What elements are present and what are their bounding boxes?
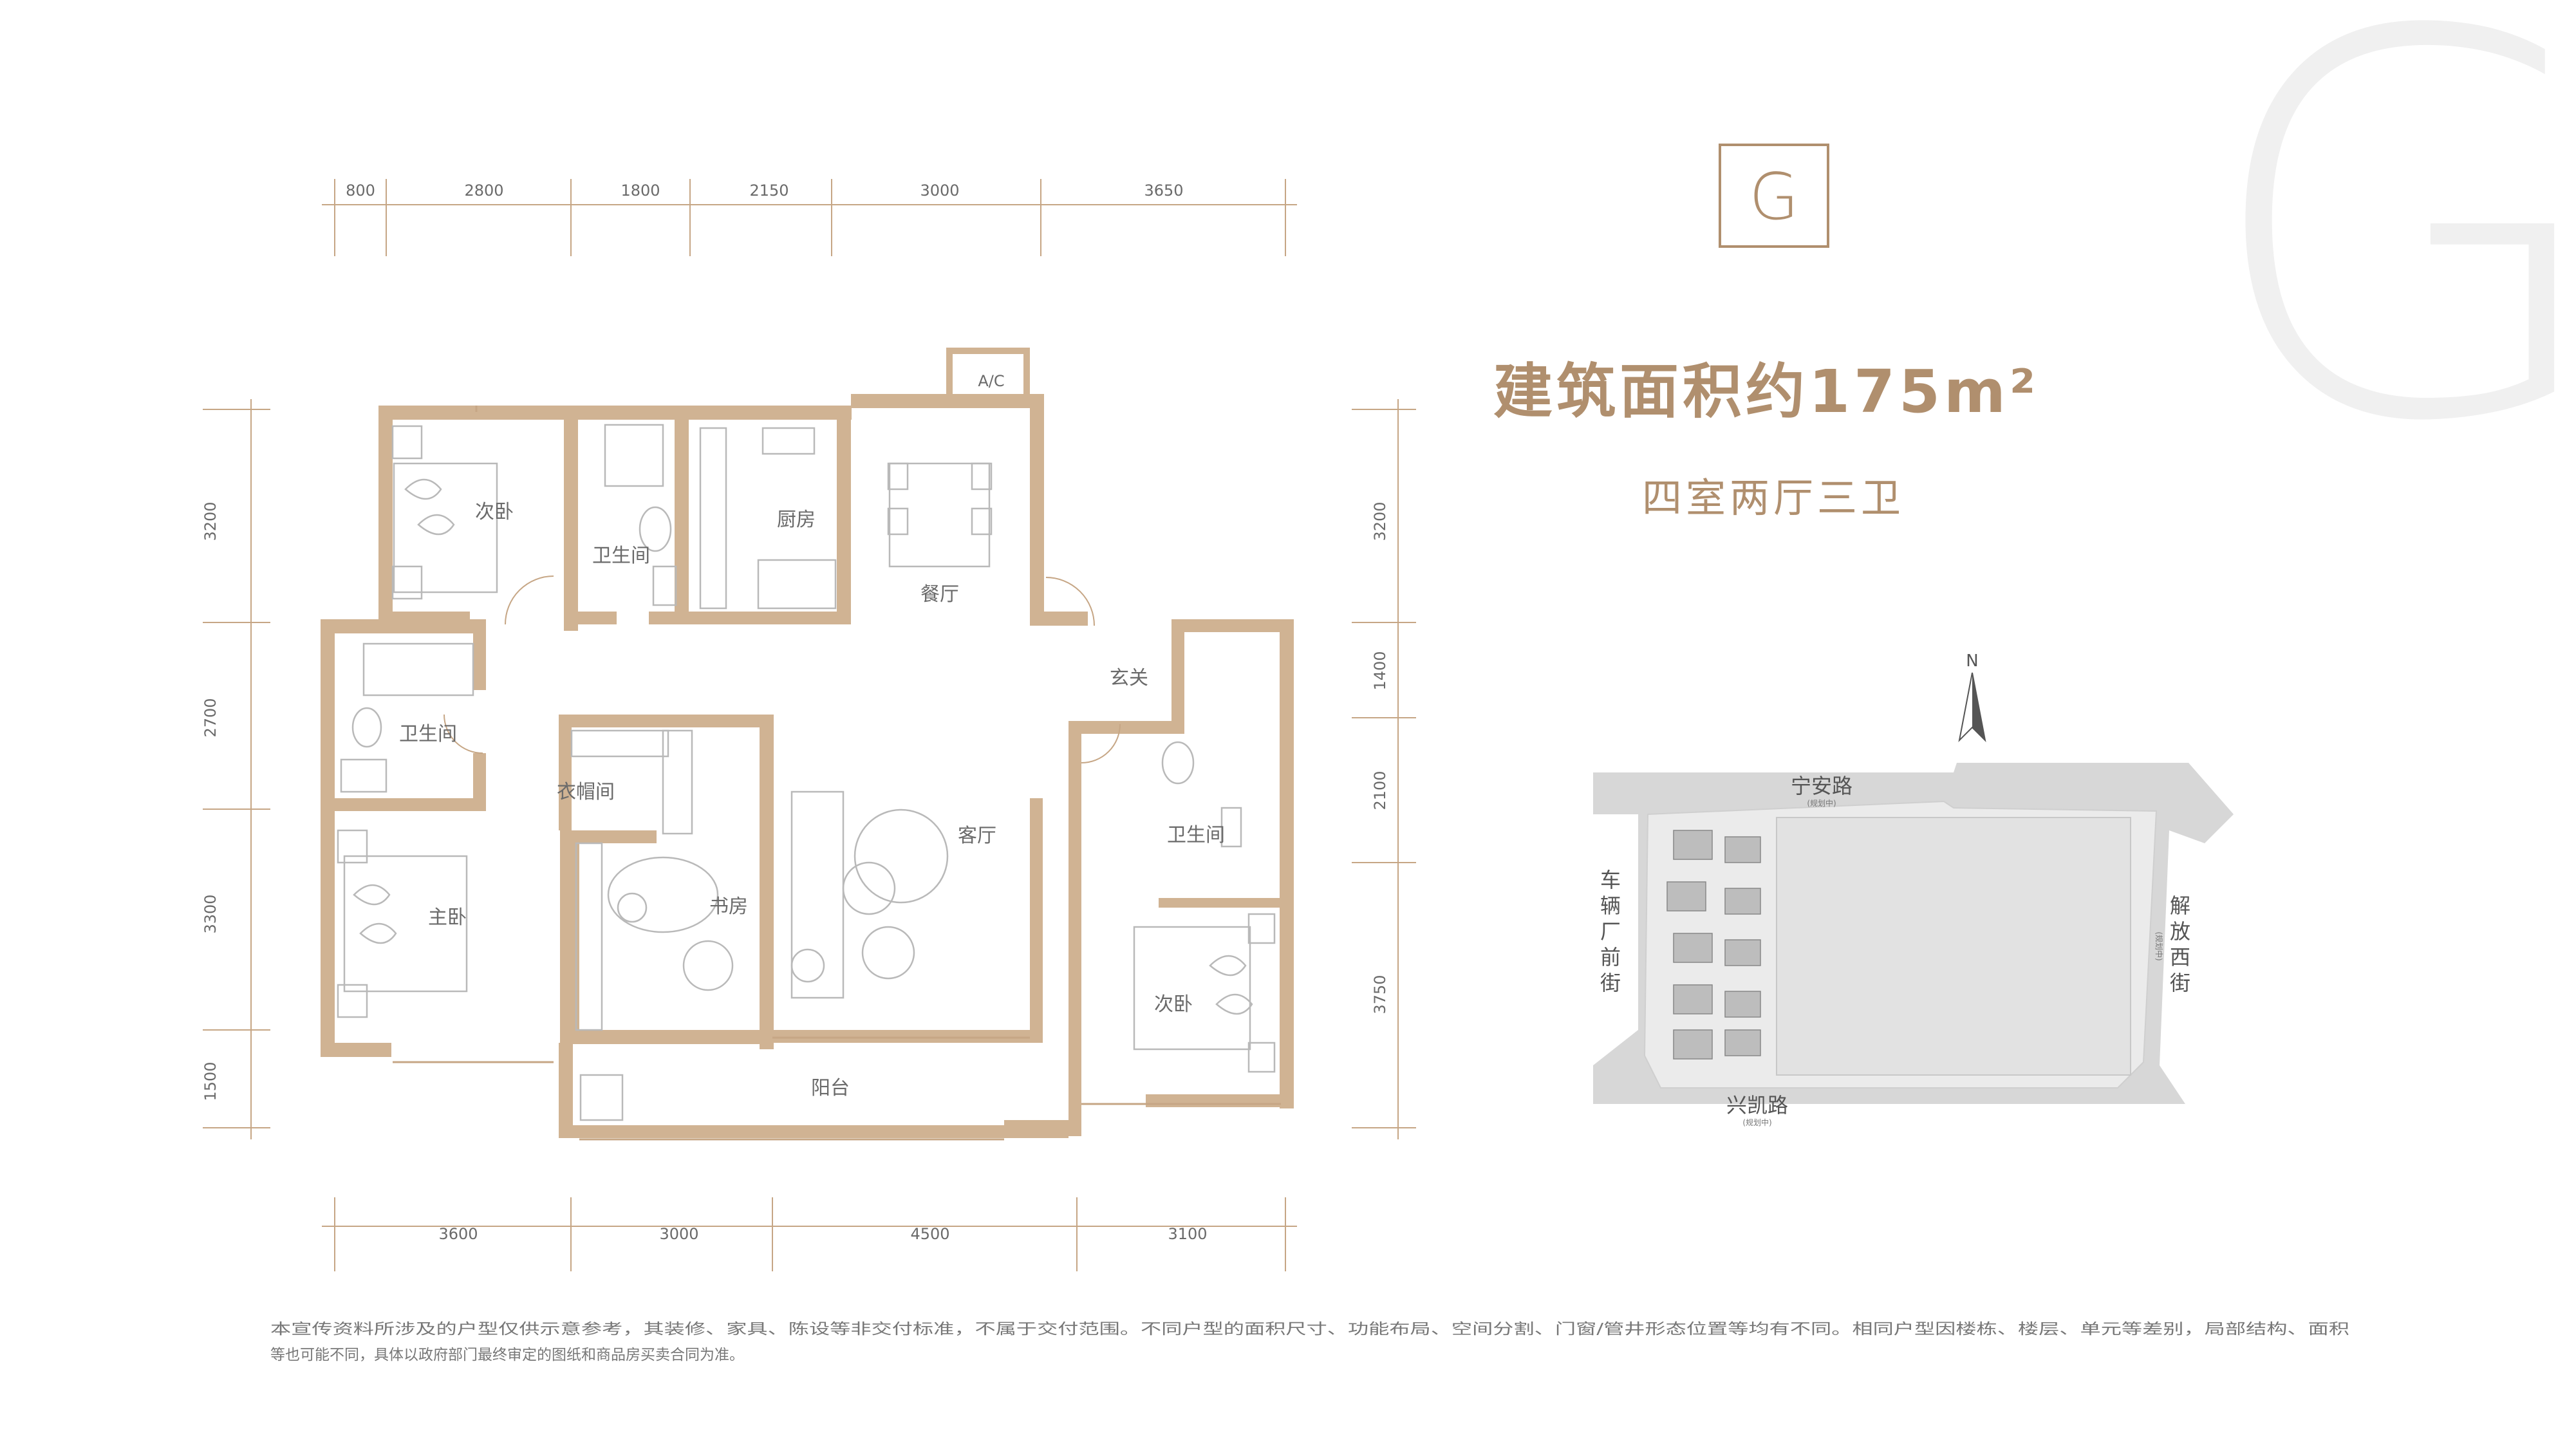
unit-badge-letter: G	[1749, 159, 1799, 234]
room-label-study: 书房	[709, 895, 748, 918]
area-title: 建筑面积约175m²	[1493, 357, 2039, 426]
road-south-sub: (规划中)	[1742, 1117, 1771, 1127]
walls	[321, 348, 1294, 1138]
room-label-bedroom-right: 次卧	[1154, 993, 1193, 1016]
dim-right-3: 3750	[1371, 975, 1389, 1014]
room-label-bath-right: 卫生间	[1167, 824, 1225, 846]
room-label-living: 客厅	[958, 825, 996, 847]
north-label: N	[1966, 651, 1978, 671]
door-swings	[443, 575, 1121, 763]
watermark-letter: G	[2201, 0, 2576, 537]
room-label-master: 主卧	[428, 906, 467, 929]
north-arrow: N	[1958, 651, 1986, 743]
dim-right-0: 3200	[1371, 501, 1389, 541]
dim-bottom-0: 3600	[438, 1225, 478, 1243]
dim-left-3: 1500	[201, 1061, 219, 1101]
ac-label: A/C	[978, 372, 1004, 390]
room-label-bath-top: 卫生间	[592, 545, 650, 567]
road-south: 兴凯路	[1726, 1093, 1788, 1117]
dim-top-2: 1800	[621, 182, 660, 200]
dimension-lines	[203, 179, 1416, 1271]
dim-left-2: 3300	[201, 894, 219, 933]
room-label-bedroom-top: 次卧	[475, 501, 514, 523]
road-north-sub: (规划中)	[1807, 798, 1836, 808]
road-west: 车辆厂前街	[1597, 869, 1621, 998]
dim-bottom-2: 4500	[910, 1225, 949, 1243]
furniture	[337, 424, 1276, 1121]
dim-top-5: 3650	[1144, 182, 1183, 200]
room-label-entry: 玄关	[1110, 667, 1148, 689]
dim-top-4: 3000	[920, 182, 959, 200]
road-east-sub: (规划中)	[2154, 931, 2164, 960]
room-label-closet: 衣帽间	[557, 781, 615, 803]
dim-right-1: 1400	[1371, 651, 1389, 690]
road-north: 宁安路	[1791, 774, 1853, 798]
dim-top-3: 2150	[749, 182, 789, 200]
dim-left-0: 3200	[201, 501, 219, 541]
unit-badge-frame	[1719, 144, 1829, 248]
room-label-kitchen: 厨房	[777, 509, 816, 531]
dim-top-1: 2800	[464, 182, 503, 200]
room-labels: 次卧 卫生间 厨房 餐厅 玄关 卫生间 衣帽间 主卧 书房 客厅 卫生间 次卧 …	[399, 372, 1225, 1099]
disclaimer-line-2: 等也可能不同，具体以政府部门最终审定的图纸和商品房买卖合同为准。	[270, 1347, 744, 1363]
room-label-balcony: 阳台	[811, 1077, 850, 1099]
layout-subtitle: 四室两厅三卫	[1642, 474, 1905, 521]
dim-top-0: 800	[346, 182, 375, 200]
dim-bottom-1: 3000	[659, 1225, 698, 1243]
window-lines	[393, 406, 1281, 1141]
dim-bottom-3: 3100	[1168, 1225, 1207, 1243]
disclaimer-line-1: 本宣传资料所涉及的户型仅供示意参考，其装修、家具、陈设等非交付标准，不属于交付范…	[270, 1321, 2349, 1338]
room-label-bath-left: 卫生间	[399, 723, 457, 745]
dim-left-1: 2700	[201, 698, 219, 737]
dim-right-2: 2100	[1371, 771, 1389, 810]
site-map-park	[1776, 817, 2131, 1076]
road-east: 解放西街	[2167, 895, 2191, 998]
dimension-labels: 800 2800 1800 2150 3000 3650 3600 3000 4…	[201, 182, 1389, 1243]
site-map-buildings	[1666, 830, 1761, 1060]
room-label-dining: 餐厅	[920, 583, 959, 606]
site-map: 宁安路 (规划中) 兴凯路 (规划中) 车辆厂前街 解放西街 (规划中)	[1593, 763, 2234, 1127]
